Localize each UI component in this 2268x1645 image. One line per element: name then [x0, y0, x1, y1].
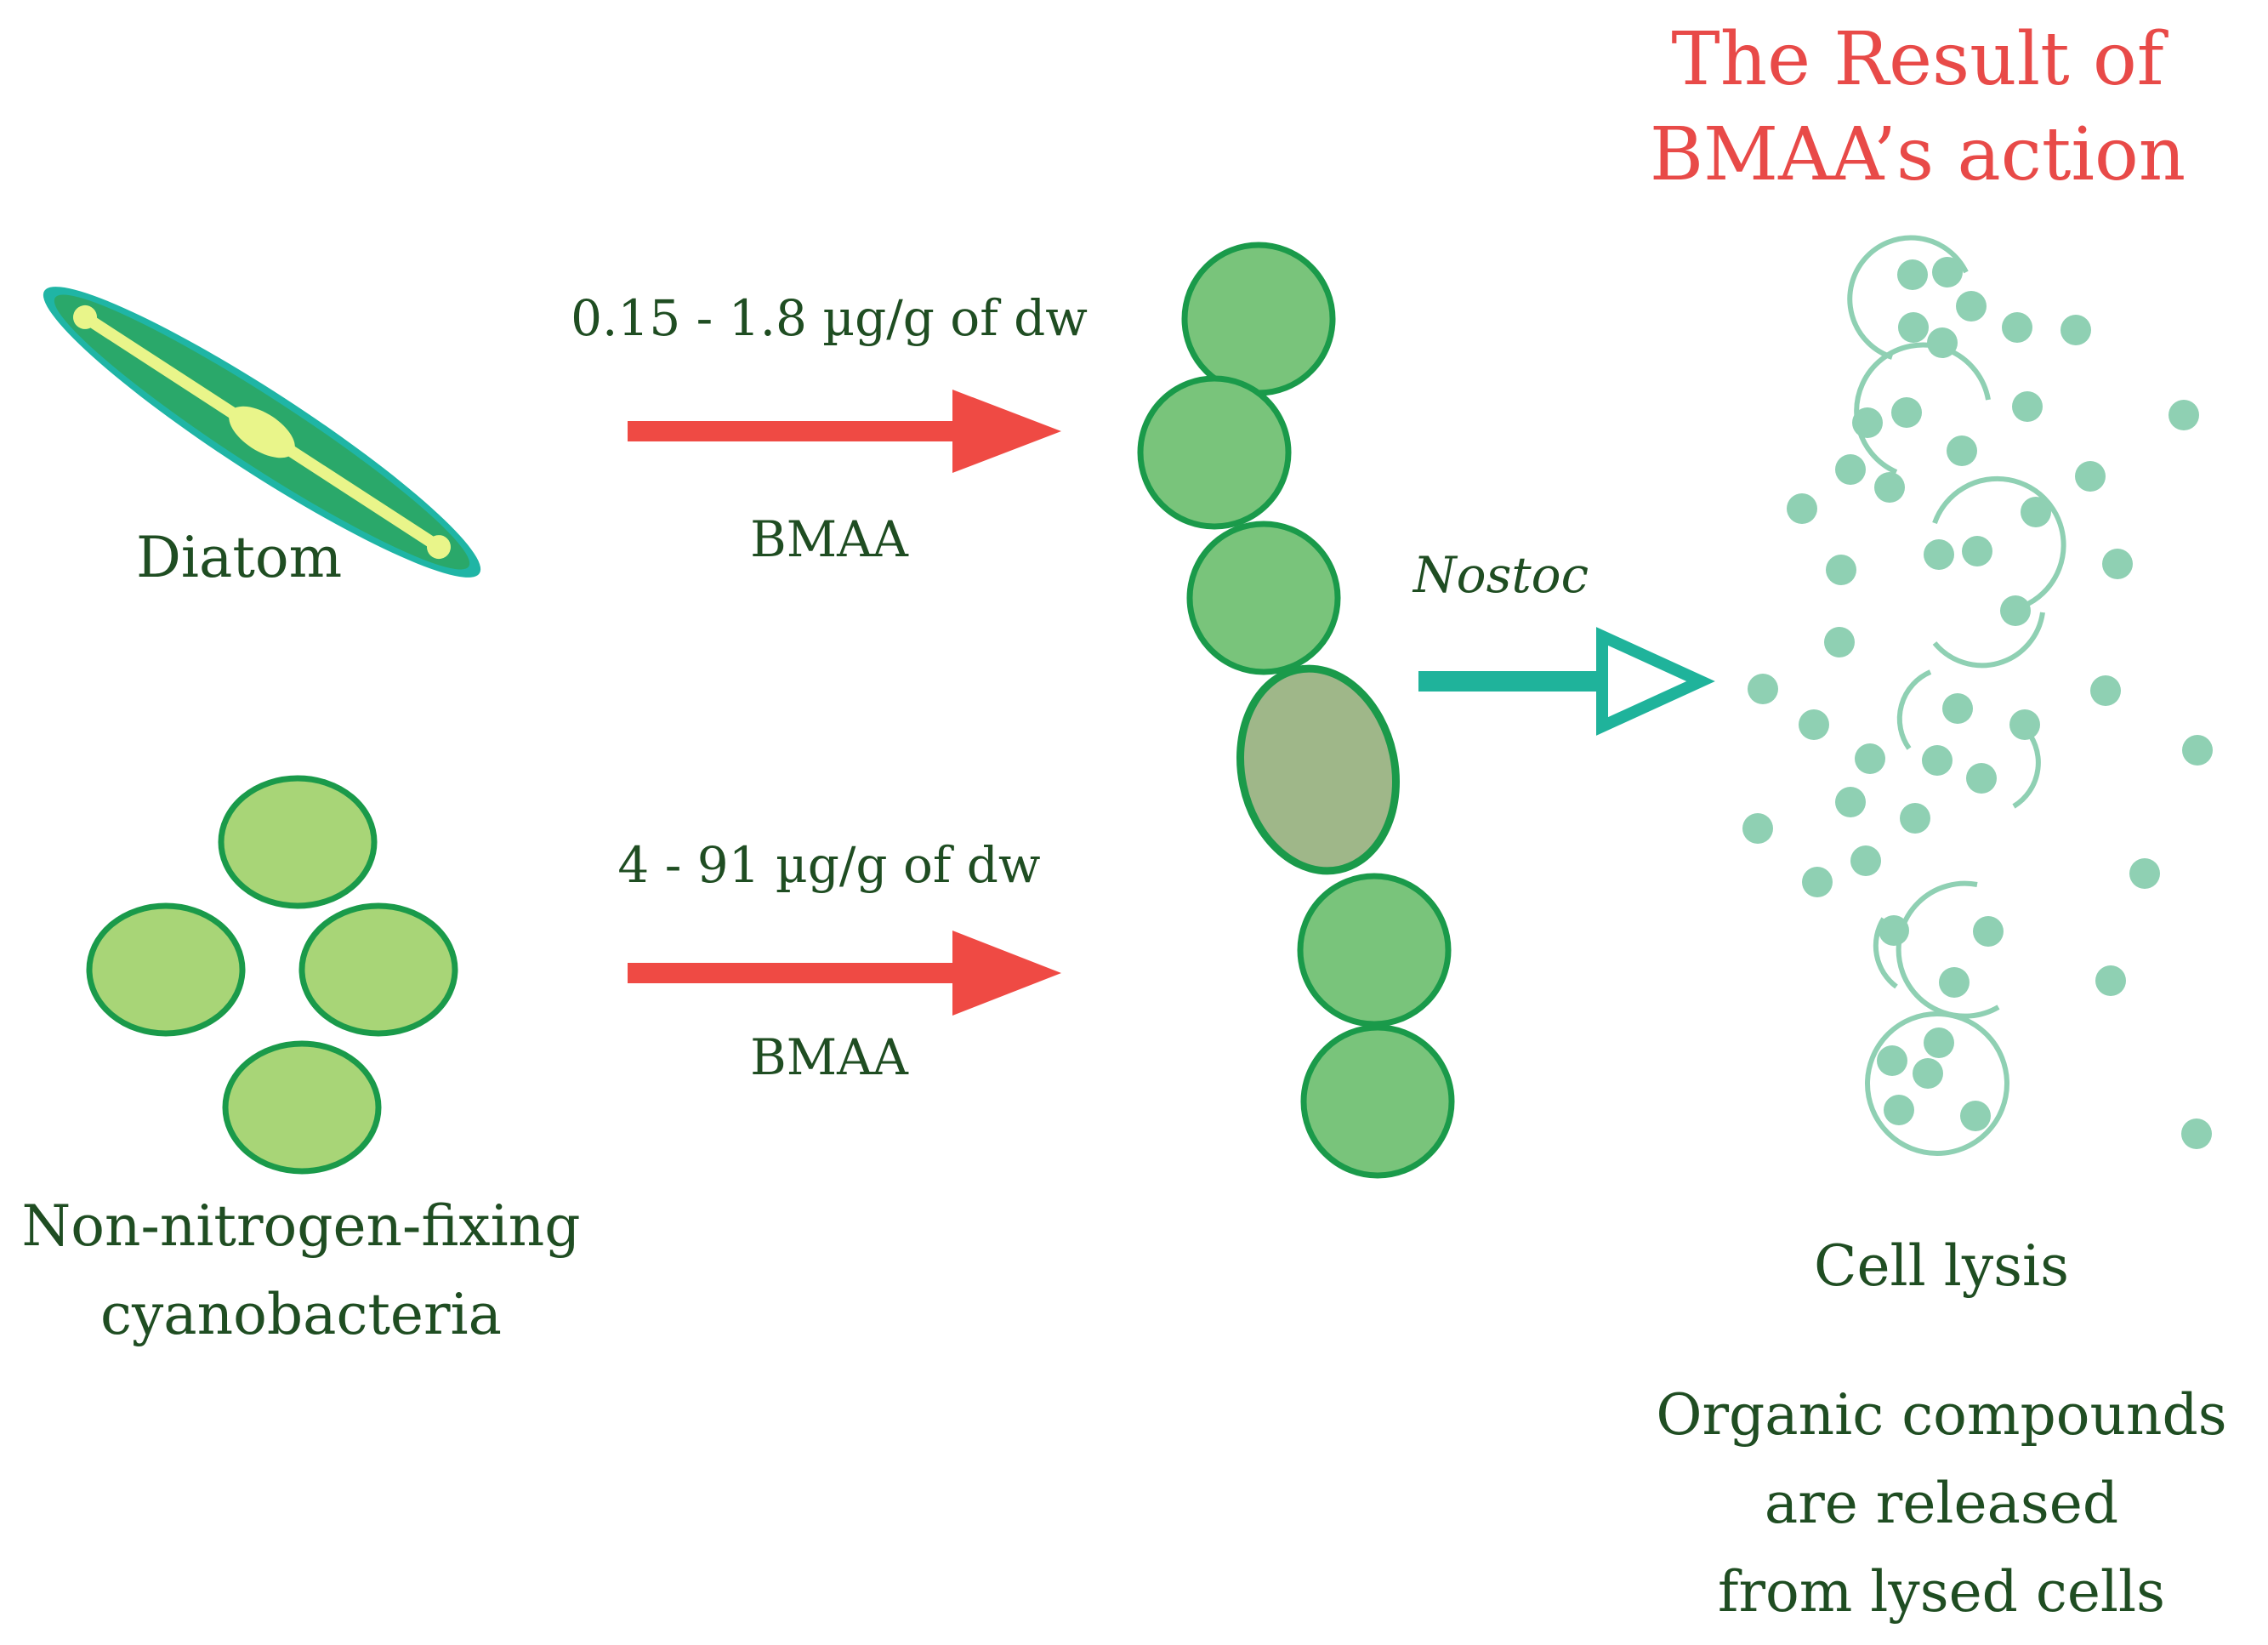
cyano-cell — [298, 902, 458, 1037]
cell-lysis-label: Cell lysis — [1814, 1233, 2069, 1299]
released-compounds — [1742, 257, 2213, 1149]
bottom-arrow-agent-label: BMAA — [750, 1028, 908, 1086]
lysed-cell-membranes — [1847, 235, 2066, 1156]
nostoc-cell — [1137, 375, 1292, 530]
nostoc-filament — [1137, 242, 1455, 1179]
damaged-nostoc-cell — [1236, 664, 1401, 875]
cyanobacteria-label-line2: cyanobacteria — [100, 1282, 502, 1347]
diatom-icon — [43, 287, 481, 578]
top-arrow-dose-label: 0.15 - 1.8 µg/g of dw — [571, 289, 1088, 347]
bmaa-arrow-top — [628, 390, 1061, 473]
diagram-title-line2: BMAA’s action — [1649, 112, 2186, 197]
release-text-line2: are released — [1764, 1471, 2119, 1536]
cyano-cell — [218, 775, 378, 909]
release-text-line1: Organic compounds — [1656, 1382, 2227, 1448]
nostoc-cell — [1181, 242, 1336, 396]
cyanobacteria-cluster — [86, 775, 458, 1175]
diatom-label: Diatom — [136, 525, 343, 590]
nostoc-arrow — [1418, 627, 1715, 736]
nostoc-cell — [1297, 873, 1452, 1027]
nostoc-cell — [1300, 1024, 1455, 1179]
cyano-cell — [86, 902, 246, 1037]
nostoc-cell — [1186, 521, 1341, 675]
cyanobacteria-label-line1: Non-nitrogen-fixing — [21, 1193, 581, 1259]
nostoc-label: Nostoc — [1413, 546, 1589, 604]
top-arrow-agent-label: BMAA — [750, 510, 908, 568]
bmaa-arrow-bottom — [628, 931, 1061, 1016]
cyano-cell — [222, 1040, 382, 1175]
diagram-title-line1: The Result of — [1671, 17, 2164, 102]
release-text-line3: from lysed cells — [1718, 1559, 2165, 1625]
bottom-arrow-dose-label: 4 - 91 µg/g of dw — [617, 836, 1041, 894]
